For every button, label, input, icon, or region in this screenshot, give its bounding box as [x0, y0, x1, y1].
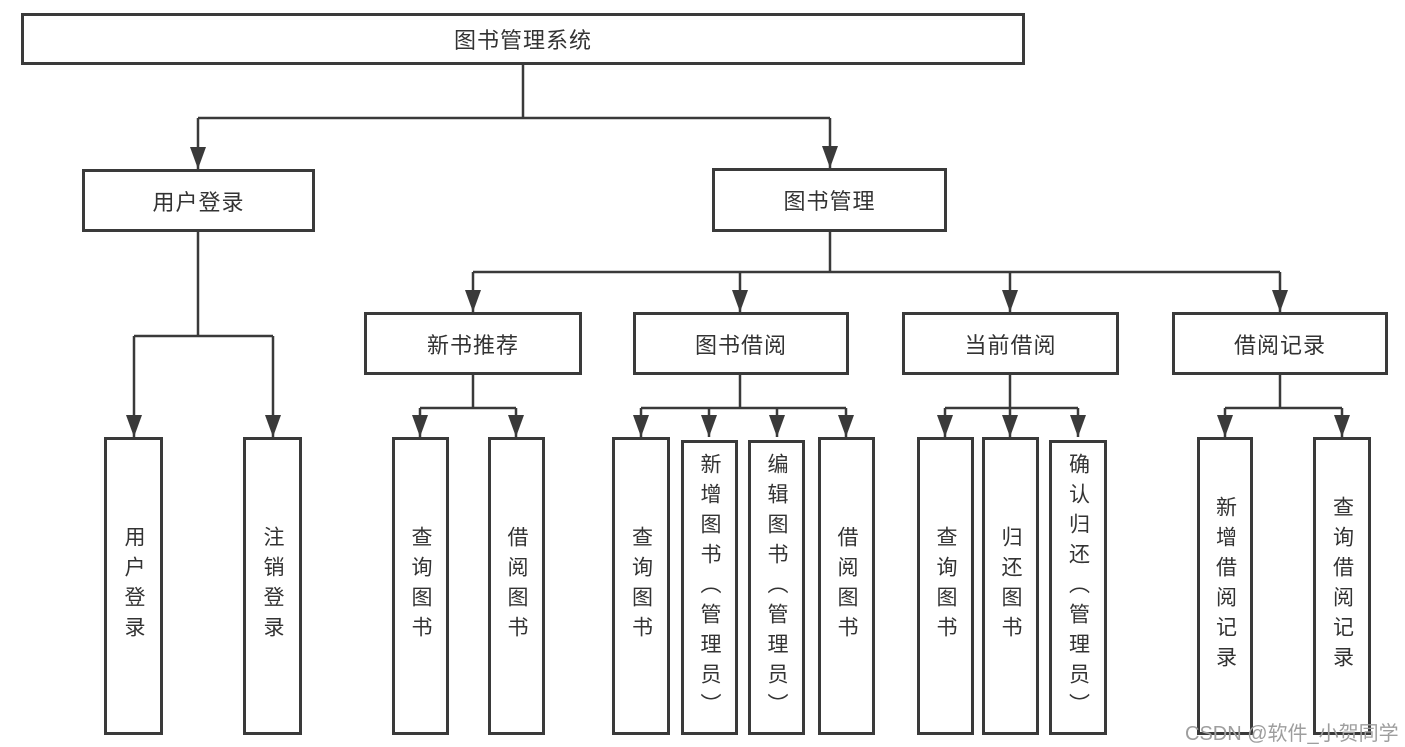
leaf-query-book-1: 查询图书	[392, 437, 449, 735]
node-book-borrow-label: 图书借阅	[694, 332, 787, 358]
leaf-query-book-3-label: 查询图书	[934, 526, 958, 646]
node-new-book-recommend: 新书推荐	[364, 312, 582, 375]
node-borrow-records-label: 借阅记录	[1233, 332, 1326, 358]
leaf-edit-book-admin: 编辑图书（管理员）	[748, 440, 805, 735]
leaf-add-borrow-record: 新增借阅记录	[1197, 437, 1253, 735]
node-current-borrow-label: 当前借阅	[964, 332, 1057, 358]
leaf-logout: 注销登录	[243, 437, 302, 735]
leaf-query-book-2: 查询图书	[612, 437, 670, 735]
arrowhead-icons	[126, 146, 1350, 437]
leaf-borrow-book-2: 借阅图书	[818, 437, 875, 735]
node-current-borrow: 当前借阅	[902, 312, 1119, 375]
leaf-query-borrow-record-label: 查询借阅记录	[1330, 496, 1354, 676]
leaf-return-book: 归还图书	[982, 437, 1039, 735]
leaf-edit-book-admin-label: 编辑图书（管理员）	[765, 452, 789, 723]
node-book-borrow: 图书借阅	[633, 312, 849, 375]
node-new-book-recommend-label: 新书推荐	[426, 332, 519, 358]
leaf-add-book-admin: 新增图书（管理员）	[681, 440, 738, 735]
tree-connectors	[132, 65, 1344, 437]
leaf-add-borrow-record-label: 新增借阅记录	[1213, 496, 1237, 676]
watermark: CSDN @软件_小贺同学	[1185, 723, 1399, 745]
node-root: 图书管理系统	[21, 13, 1025, 65]
leaf-query-book-3: 查询图书	[917, 437, 974, 735]
leaf-add-book-admin-label: 新增图书（管理员）	[698, 452, 722, 723]
leaf-logout-label: 注销登录	[261, 526, 285, 646]
leaf-query-book-2-label: 查询图书	[629, 526, 653, 646]
node-user-login-label: 用户登录	[152, 189, 245, 215]
leaf-user-login-label: 用户登录	[122, 526, 146, 646]
leaf-query-borrow-record: 查询借阅记录	[1313, 437, 1371, 735]
leaf-confirm-return-admin-label: 确认归还（管理员）	[1066, 452, 1090, 723]
leaf-borrow-book-1: 借阅图书	[488, 437, 545, 735]
leaf-return-book-label: 归还图书	[999, 526, 1023, 646]
leaf-user-login: 用户登录	[104, 437, 163, 735]
node-user-login: 用户登录	[82, 169, 315, 232]
node-borrow-records: 借阅记录	[1172, 312, 1388, 375]
node-book-management: 图书管理	[712, 168, 947, 232]
leaf-borrow-book-1-label: 借阅图书	[505, 526, 529, 646]
node-book-management-label: 图书管理	[783, 189, 876, 214]
leaf-query-book-1-label: 查询图书	[409, 526, 433, 646]
leaf-borrow-book-2-label: 借阅图书	[835, 526, 859, 646]
node-root-label: 图书管理系统	[453, 28, 592, 53]
leaf-confirm-return-admin: 确认归还（管理员）	[1049, 440, 1107, 735]
